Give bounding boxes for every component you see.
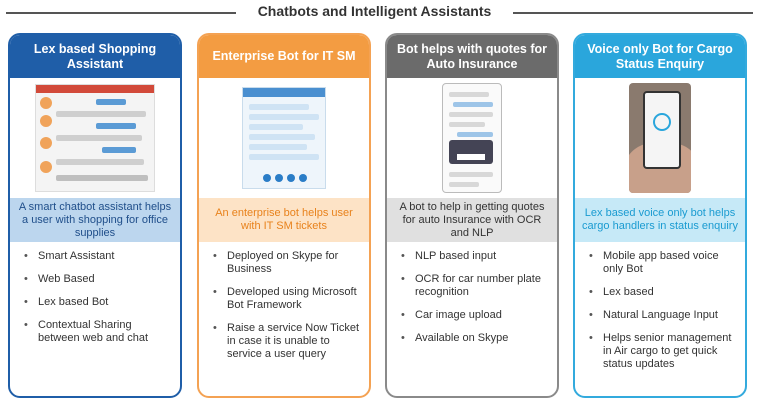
list-item: Car image upload (401, 309, 549, 322)
feature-list: Mobile app based voice only Bot Lex base… (575, 250, 745, 371)
card-enterprise-bot: Enterprise Bot for IT SM An enterprise b… (197, 33, 371, 398)
list-item: Mobile app based voice only Bot (589, 250, 737, 276)
phone-in-hand-photo (629, 83, 691, 193)
header-divider-right (513, 12, 753, 14)
card-image (575, 78, 745, 198)
card-description: A bot to help in getting quotes for auto… (387, 198, 557, 242)
card-description: An enterprise bot helps user with IT SM … (199, 198, 369, 242)
card-voice-cargo-bot: Voice only Bot for Cargo Status Enquiry … (573, 33, 747, 398)
card-image (199, 78, 369, 198)
card-image (387, 78, 557, 198)
feature-list: Smart Assistant Web Based Lex based Bot … (10, 250, 180, 345)
card-description: A smart chatbot assistant helps a user w… (10, 198, 180, 242)
section-header: Chatbots and Intelligent Assistants (0, 0, 759, 26)
chat-screenshot-image (35, 84, 155, 192)
card-shopping-assistant: Lex based Shopping Assistant A smart cha… (8, 33, 182, 398)
list-item: Raise a service Now Ticket in case it is… (213, 322, 361, 361)
list-item: Contextual Sharing between web and chat (24, 319, 172, 345)
list-item: Deployed on Skype for Business (213, 250, 361, 276)
skype-screenshot-image (242, 87, 326, 189)
list-item: Lex based (589, 286, 737, 299)
card-auto-insurance-bot: Bot helps with quotes for Auto Insurance… (385, 33, 559, 398)
mobile-chat-screenshot-image (442, 83, 502, 193)
page-title: Chatbots and Intelligent Assistants (257, 3, 492, 19)
card-title: Enterprise Bot for IT SM (199, 35, 369, 78)
list-item: Available on Skype (401, 332, 549, 345)
card-title: Lex based Shopping Assistant (10, 35, 180, 78)
card-description: Lex based voice only bot helps cargo han… (575, 198, 745, 242)
list-item: Web Based (24, 273, 172, 286)
list-item: Helps senior management in Air cargo to … (589, 332, 737, 371)
card-image (10, 78, 180, 198)
list-item: Smart Assistant (24, 250, 172, 263)
list-item: Developed using Microsoft Bot Framework (213, 286, 361, 312)
card-title: Bot helps with quotes for Auto Insurance (387, 35, 557, 78)
list-item: Natural Language Input (589, 309, 737, 322)
list-item: OCR for car number plate recognition (401, 273, 549, 299)
header-divider-left (6, 12, 236, 14)
list-item: Lex based Bot (24, 296, 172, 309)
card-title: Voice only Bot for Cargo Status Enquiry (575, 35, 745, 78)
feature-list: NLP based input OCR for car number plate… (387, 250, 557, 345)
feature-list: Deployed on Skype for Business Developed… (199, 250, 369, 361)
list-item: NLP based input (401, 250, 549, 263)
